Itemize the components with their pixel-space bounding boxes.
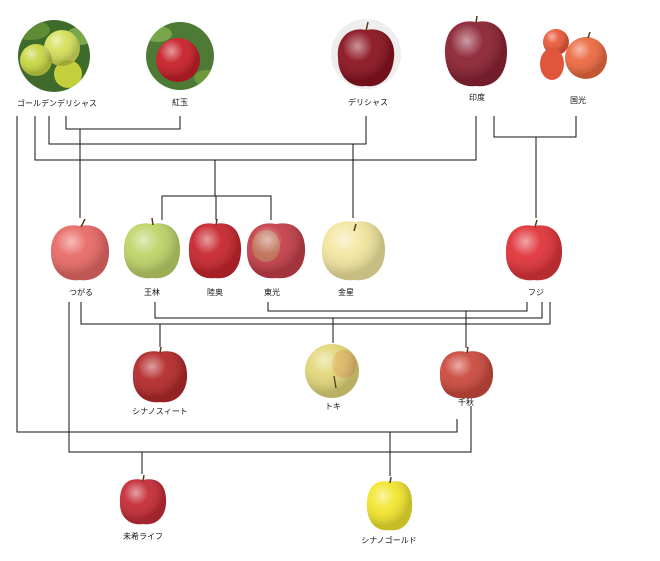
apple-golden-image xyxy=(18,20,90,92)
label-toko: 東光 xyxy=(264,288,280,297)
label-shinano-sweet: シナノスィート xyxy=(132,407,188,416)
link-orin-fuji-toki xyxy=(154,302,543,319)
label-senshu: 千秋 xyxy=(458,398,474,407)
label-shinano-gold: シナノゴールド xyxy=(361,536,417,545)
link-tsugaru-fuji-shinanosweet xyxy=(80,302,551,325)
apple-fuji-image xyxy=(505,219,563,281)
link-tsugaru-senshu-shinanogold xyxy=(68,302,472,453)
apple-shinano-sweet-image xyxy=(132,346,188,403)
apple-delicious-image xyxy=(331,19,401,89)
apple-indo-image xyxy=(444,15,508,87)
apple-kogyoku-image xyxy=(146,22,214,90)
apple-kinsei-image xyxy=(321,221,386,281)
label-mutsu: 陸奥 xyxy=(207,288,223,297)
label-golden: ゴールデンデリシャス xyxy=(17,99,97,108)
link-golden-senshu-mikilife xyxy=(16,116,458,433)
link-golden-delicious-bar xyxy=(48,116,367,145)
apple-toko-image xyxy=(246,223,306,279)
label-tsugaru: つがる xyxy=(69,288,93,297)
label-indo: 印度 xyxy=(469,93,485,102)
apple-miki-life-image xyxy=(119,474,167,525)
link-golden-indo-bar xyxy=(34,116,477,161)
label-kogyoku: 紅玉 xyxy=(172,98,188,107)
label-fuji: フジ xyxy=(528,288,544,297)
apple-orin-image xyxy=(123,217,181,279)
label-orin: 王林 xyxy=(144,288,160,297)
label-delicious: デリシャス xyxy=(348,98,388,107)
label-kokko: 国光 xyxy=(570,96,586,105)
apple-toki-image xyxy=(305,344,359,398)
apple-tsugaru-image xyxy=(50,218,110,281)
link-golden-kogyoku-tsugaru xyxy=(65,116,181,130)
label-kinsei: 金星 xyxy=(338,288,354,297)
apple-kokko-image xyxy=(540,29,607,80)
link-indo-kokko xyxy=(493,116,577,138)
label-toki: トキ xyxy=(325,402,341,411)
link-toko-fuji-senshu xyxy=(267,302,528,312)
apple-shinano-gold-image xyxy=(366,476,413,531)
apple-senshu-image xyxy=(439,346,494,399)
label-miki-life: 未希ライフ xyxy=(123,532,163,541)
apple-mutsu-image xyxy=(188,218,242,279)
